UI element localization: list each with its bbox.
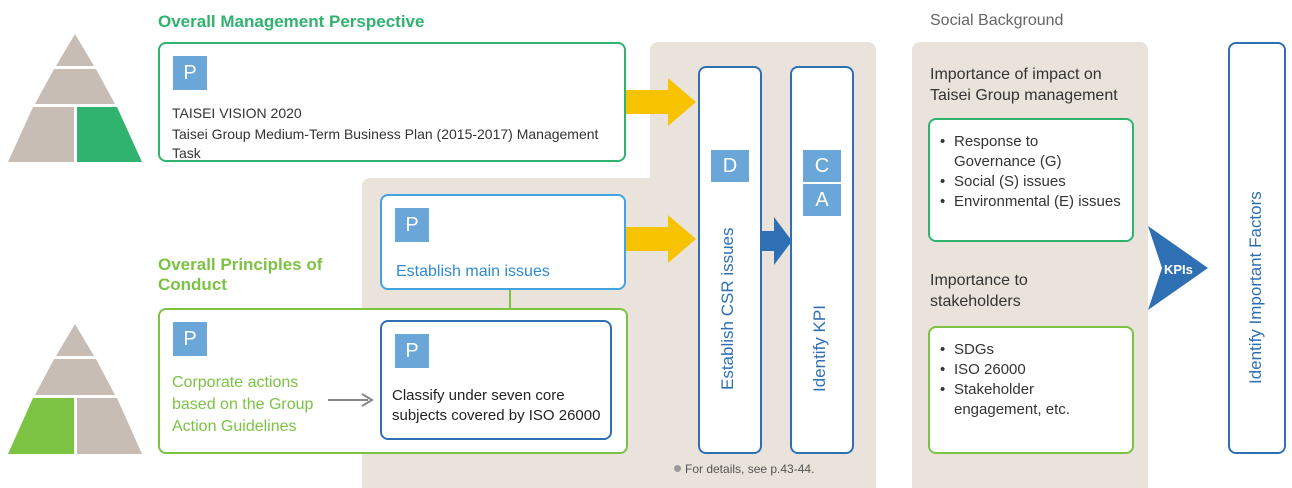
principles-text: Corporate actions based on the Group Act… [172, 374, 314, 435]
kpi-c-badge: C [803, 150, 841, 182]
main-issues-p-badge: P [395, 208, 429, 242]
details-note-text: For details, see p.43-44. [685, 462, 815, 476]
impact-title: Importance of impact on Taisei Group man… [930, 66, 1118, 104]
impact-box: Response to Governance (G) Social (S) is… [928, 118, 1134, 242]
stakeholder-title: Importance to stakeholders [930, 272, 1028, 310]
csr-d-badge: D [711, 150, 749, 182]
kpis-label: KPIs [1164, 262, 1193, 277]
pyramid-bottom-apex [56, 324, 94, 356]
right-arrow-icon [328, 393, 374, 407]
iso-text: Classify under seven core subjects cover… [392, 387, 601, 424]
principles-p-badge: P [173, 322, 207, 356]
pyramid-bottom-middle [35, 359, 115, 395]
csr-column: D Establish CSR issues [698, 66, 762, 454]
management-box: P TAISEI VISION 2020 Taisei Group Medium… [158, 42, 626, 162]
connector-line [509, 290, 511, 310]
overall-management-heading: Overall Management Perspective [158, 12, 425, 31]
blue-arrow [762, 217, 792, 265]
pyramid-top-bottom-right [77, 107, 142, 162]
main-issues-text: Establish main issues [396, 263, 550, 280]
kpi-column-text: Identify KPI [810, 305, 829, 392]
pyramid-top-icon [8, 34, 142, 162]
impact-item-governance: Response to Governance (G) [938, 132, 1124, 172]
stakeholder-list: SDGs ISO 26000 Stakeholder engagement, e… [938, 340, 1124, 420]
management-line-1: TAISEI VISION 2020 [172, 105, 302, 121]
impact-item-social: Social (S) issues [938, 172, 1124, 192]
yellow-arrow-middle [626, 215, 696, 263]
impact-list: Response to Governance (G) Social (S) is… [938, 132, 1124, 212]
stakeholder-item-engagement: Stakeholder engagement, etc. [938, 380, 1104, 420]
pyramid-bottom-left [8, 398, 74, 454]
management-p-badge: P [173, 56, 207, 90]
management-line-2: Taisei Group Medium-Term Business Plan (… [172, 126, 599, 161]
iso-box: P Classify under seven core subjects cov… [380, 320, 612, 440]
details-note: For details, see p.43-44. [674, 462, 814, 476]
bullet-dot-icon [674, 465, 681, 472]
pyramid-top-middle [35, 69, 115, 104]
stakeholder-item-sdgs: SDGs [938, 340, 1124, 360]
important-factors-column: Identify Important Factors [1228, 42, 1286, 454]
csr-column-text: Establish CSR issues [718, 227, 737, 390]
yellow-arrow-top [626, 78, 696, 126]
pyramid-bottom-right [77, 398, 142, 454]
kpi-a-badge: A [803, 184, 841, 216]
stakeholder-box: SDGs ISO 26000 Stakeholder engagement, e… [928, 326, 1134, 454]
pyramid-top-bottom-left [8, 107, 74, 162]
overall-principles-heading: Overall Principles of Conduct [158, 255, 323, 294]
kpi-column: C A Identify KPI [790, 66, 854, 454]
pyramid-bottom-icon [8, 324, 142, 454]
main-issues-box: P Establish main issues [380, 194, 626, 290]
important-factors-text: Identify Important Factors [1246, 191, 1265, 384]
kpis-arrow [1148, 226, 1208, 310]
iso-p-badge: P [395, 334, 429, 368]
stakeholder-item-iso: ISO 26000 [938, 360, 1124, 380]
social-background-heading: Social Background [930, 12, 1064, 29]
pyramid-top-apex [56, 34, 94, 66]
impact-item-environmental: Environmental (E) issues [938, 192, 1124, 212]
